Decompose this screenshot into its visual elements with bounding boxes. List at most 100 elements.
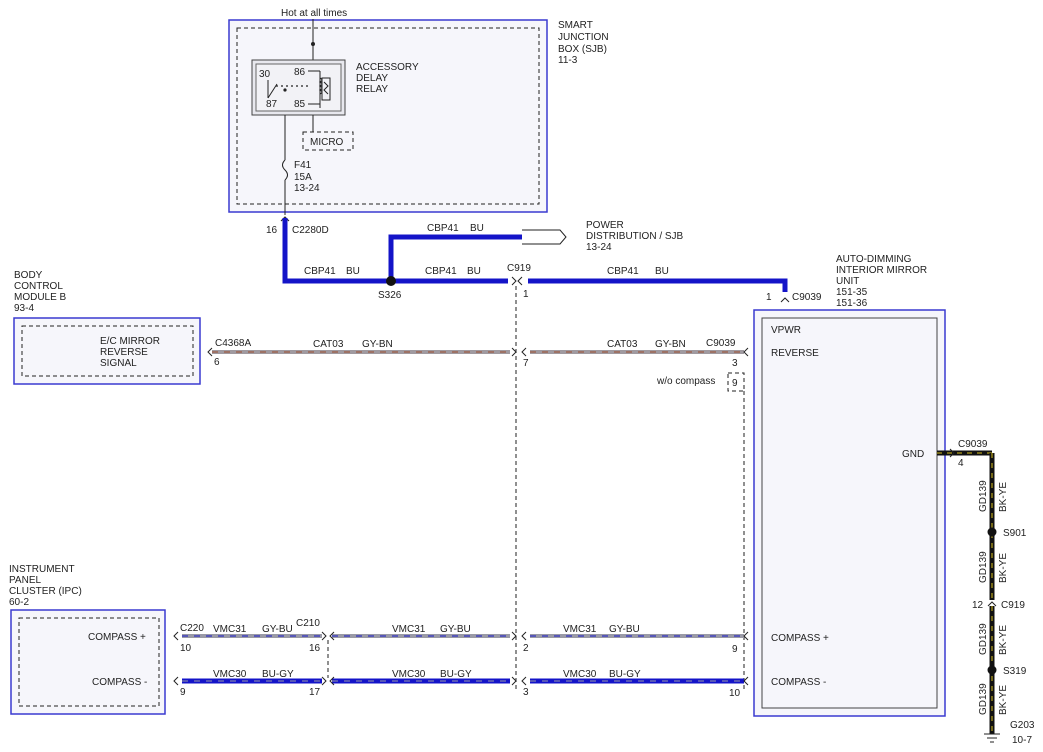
cbp41-bus: CBP41 BU CBP41 BU CBP41 BU CBP41 BU S326… [282,218,822,303]
ipc-frame [10,609,166,715]
bcm-ref: 93-4 [14,303,34,314]
mirror-title-2: INTERIOR MIRROR [836,265,927,276]
micro-block [302,131,354,151]
splice-s319-label: S319 [1003,666,1027,677]
mirror-compass-plus: COMPASS + [771,633,829,644]
ipc-title-2: PANEL [9,575,41,586]
cbp41-color-c: BU [655,266,669,277]
compass-minus-end-pin: 10 [729,688,741,699]
c4368a-chevron-icon [207,347,213,357]
c220-label: C220 [180,623,204,634]
compass-plus-mid-pin: 2 [523,643,529,654]
compass-minus-mid-pin: 3 [523,687,529,698]
fuse-amp: 15A [294,172,312,183]
c220-pin-plus: 10 [180,643,192,654]
c220-chevron-icon [173,631,179,641]
mirror-gnd: GND [902,449,924,460]
mirror-ref-2: 151-36 [836,298,868,309]
vmc31-color-a: GY-BU [262,624,293,635]
cat03-color-a: GY-BN [362,339,393,350]
cbp41-wire-a: CBP41 [304,266,336,277]
cat03-wire-a: CAT03 [313,339,344,350]
bcm-inner-1: E/C MIRROR [100,336,160,347]
reverse-signal-circuit: C4368A 6 CAT03 GY-BN CAT03 GY-BN 7 C9039… [207,338,749,690]
vmc31-color-c: GY-BU [609,624,640,635]
sjb-dashed-boundary [236,27,540,205]
cbp41-color-b: BU [467,266,481,277]
mirror-ref-1: 151-35 [836,287,868,298]
wire-cbp41-power [388,234,522,281]
mirror-title-3: UNIT [836,276,859,287]
vmc30-wire-a: VMC30 [213,669,247,680]
wo-compass-label: w/o compass [656,376,715,387]
gnd-pin: 4 [958,458,964,469]
vmc31-color-b: GY-BU [440,624,471,635]
c919-pin-1: 1 [523,289,529,300]
fuse-id: F41 [294,160,312,171]
cbp41-color-power: BU [470,223,484,234]
bkye-label-4: BK-YE [998,685,1009,715]
power-distribution-arrow-icon [522,229,567,245]
power-dist-ref: 13-24 [586,242,612,253]
reverse-mid-pin: 7 [523,358,529,369]
bkye-label-1: BK-YE [998,482,1009,512]
compass-plus-circuit: C220 10 C210 16 VMC31 GY-BU VMC31 GY-BU … [173,618,749,655]
g203-ref: 10-7 [1012,735,1032,746]
bcm-title-3: MODULE B [14,292,67,303]
gd139-label-2: GD139 [978,551,989,583]
ipc-compass-plus: COMPASS + [88,632,146,643]
c919-chevron-icon [511,276,517,286]
fuse-ref: 13-24 [294,183,320,194]
ground-circuit: C9039 4 S901 C919 12 S319 G203 10-7 GD13… [937,439,1035,746]
splice-s901-label: S901 [1003,528,1027,539]
bcm-inner-2: REVERSE [100,347,148,358]
bkye-label-2: BK-YE [998,553,1009,583]
splice-s326-label: S326 [378,290,402,301]
mirror-pin-1: 1 [766,292,772,303]
bcm-inner-3: SIGNAL [100,358,137,369]
c919-ground-chevron-icon [987,601,997,607]
gnd-chevron-icon [949,448,955,458]
hot-at-all-times-label: Hot at all times [281,8,347,19]
cbp41-wire-c: CBP41 [607,266,639,277]
c2280d-pin: 16 [266,225,278,236]
relay-title-2: DELAY [356,73,388,84]
relay-pin-85: 85 [294,99,306,110]
vmc31-wire-a: VMC31 [213,624,247,635]
power-dist-line1: POWER [586,220,624,231]
relay-pin-86: 86 [294,67,306,78]
power-dist-line2: DISTRIBUTION / SJB [586,231,684,242]
mirror-title-1: AUTO-DIMMING [836,254,912,265]
vmc30-wire-c: VMC30 [563,669,597,680]
c919-ground-label: C919 [1001,600,1025,611]
c4368a-pin: 6 [214,357,220,368]
splice-s901 [987,527,997,537]
relay-pin-87: 87 [266,99,278,110]
smart-junction-box: SMART JUNCTION BOX (SJB) 11-3 Hot at all… [228,8,609,236]
g203-label: G203 [1010,720,1035,731]
mirror-vpwr: VPWR [771,325,801,336]
bcm-title-2: CONTROL [14,281,63,292]
fuse-icon [282,159,288,181]
sjb-frame [228,19,548,213]
c2280d-label: C2280D [292,225,329,236]
wo-compass-pin-box [727,372,745,392]
bkye-label-3: BK-YE [998,625,1009,655]
wo-compass-pin: 9 [732,378,738,389]
vmc30-wire-b: VMC30 [392,669,426,680]
gd139-label-4: GD139 [978,683,989,715]
cat03-wire-b: CAT03 [607,339,638,350]
cbp41-wire-power: CBP41 [427,223,459,234]
c220-pin-minus: 9 [180,687,186,698]
sjb-title-2: JUNCTION [558,32,609,43]
vmc30-color-a: BU-GY [262,669,294,680]
cat03-color-b: GY-BN [655,339,686,350]
wire-cbp41-left [282,218,508,284]
mirror-compass-minus: COMPASS - [771,677,826,688]
gd139-label-1: GD139 [978,480,989,512]
vmc31-wire-c: VMC31 [563,624,597,635]
reverse-end-pin: 3 [732,358,738,369]
gnd-conn-c9039: C9039 [958,439,988,450]
c4368a-label: C4368A [215,338,251,349]
